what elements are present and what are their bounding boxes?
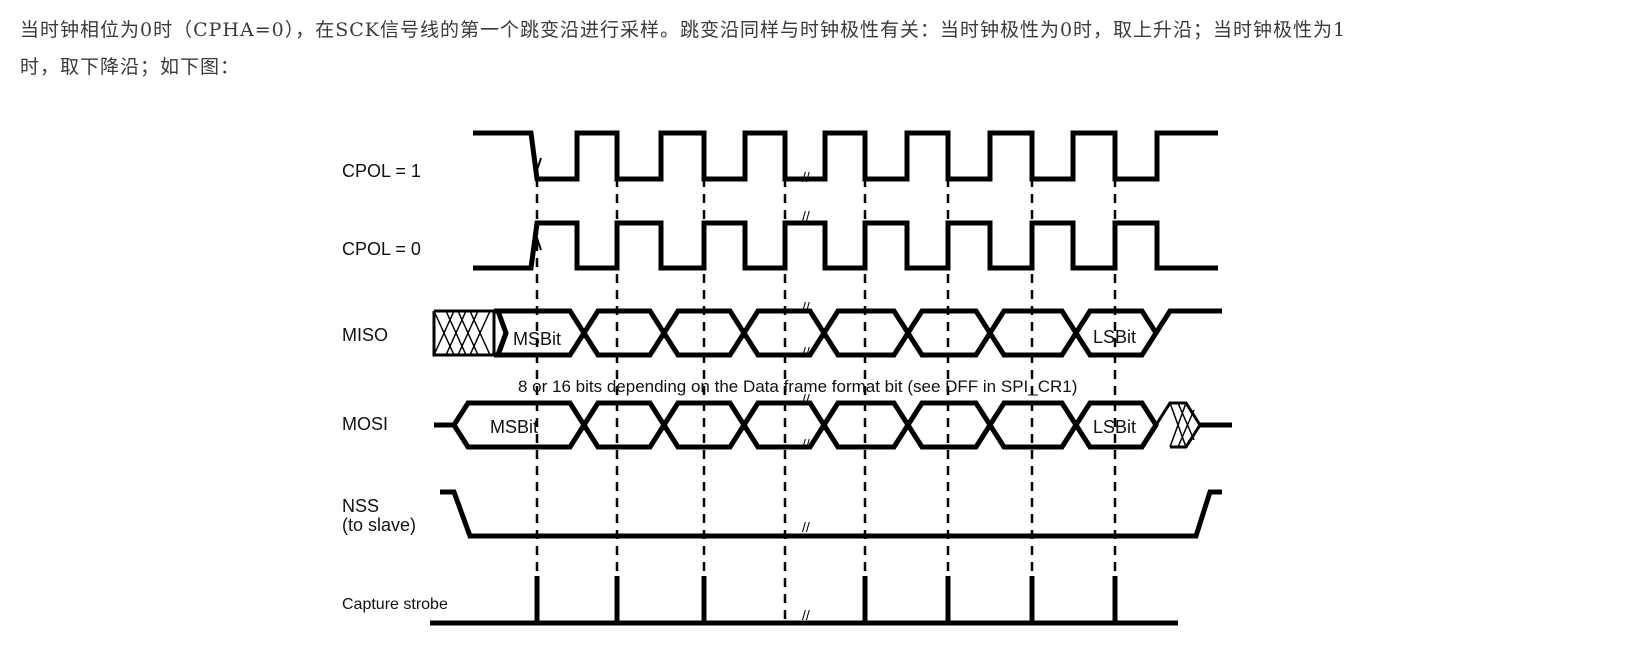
- break-mark-2: //: [802, 208, 810, 224]
- cpol1-clock-waveform: [473, 130, 1218, 182]
- break-mark-4: //: [802, 344, 810, 360]
- mosi-bus: [434, 400, 1232, 450]
- cpol1-edge-arrow: [532, 157, 542, 174]
- mosi-lsbit-label: LSBit: [1093, 417, 1136, 437]
- break-mark-3: //: [802, 299, 810, 315]
- break-mark-5: //: [802, 391, 810, 407]
- capture-strobe-waveform: [430, 576, 1178, 626]
- break-mark-6: //: [802, 436, 810, 452]
- break-mark-7: //: [802, 519, 810, 535]
- spi-timing-diagram: CPOL = 1 CPOL = 0 MISO MOSI NSS (to slav…: [330, 100, 1250, 665]
- paragraph-line-1: 当时钟相位为0时（CPHA=0），在SCK信号线的第一个跳变沿进行采样。跳变沿同…: [20, 19, 1347, 41]
- mosi-msbit-label: MSBit: [490, 417, 538, 437]
- miso-lsbit-label: LSBit: [1093, 327, 1136, 347]
- cpol0-clock-waveform: [473, 220, 1218, 271]
- label-nss-sub: (to slave): [342, 515, 416, 535]
- label-nss: NSS: [342, 496, 379, 516]
- article-paragraph: 当时钟相位为0时（CPHA=0），在SCK信号线的第一个跳变沿进行采样。跳变沿同…: [20, 12, 1610, 86]
- label-cpol1: CPOL = 1: [342, 161, 421, 181]
- nss-waveform: [440, 489, 1222, 539]
- timing-diagram-svg: CPOL = 1 CPOL = 0 MISO MOSI NSS (to slav…: [342, 130, 1232, 626]
- paragraph-line-2: 时，取下降沿；如下图：: [20, 56, 241, 78]
- sampling-dashed-lines: [535, 178, 1117, 625]
- break-mark-8: //: [802, 607, 810, 623]
- miso-bus: [432, 308, 1222, 358]
- label-capture-strobe: Capture strobe: [342, 596, 448, 613]
- break-mark-1: //: [802, 169, 810, 185]
- label-cpol0: CPOL = 0: [342, 239, 421, 259]
- label-miso: MISO: [342, 325, 388, 345]
- miso-msbit-label: MSBit: [513, 329, 561, 349]
- cpol0-edge-arrow: [532, 234, 542, 251]
- frame-size-note: 8 or 16 bits depending on the Data frame…: [518, 377, 1077, 396]
- time-break-marks: // // // // // // // //: [802, 169, 810, 623]
- label-mosi: MOSI: [342, 414, 388, 434]
